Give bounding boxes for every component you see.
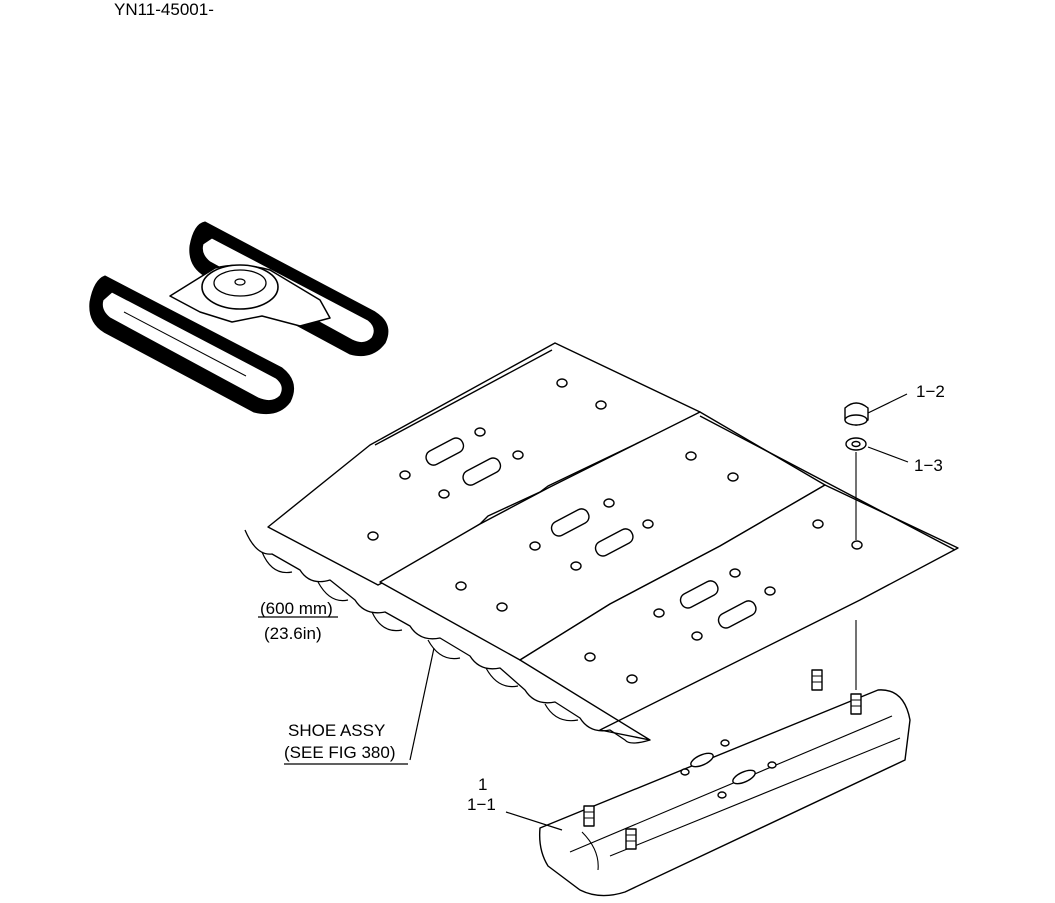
nut-and-washer [844,402,869,690]
callout-1-2: 1−2 [916,382,945,401]
undercarriage-thumbnail [89,221,389,415]
document-id: YN11-45001- [114,0,214,19]
shoe-bar-part [538,669,911,897]
leader-lines [258,393,909,831]
callout-1-1: 1−1 [467,795,496,814]
track-shoe-plates [244,342,959,744]
width-mm-label: (600 mm) [260,599,333,618]
callout-1: 1 [478,775,487,794]
width-in-label: (23.6in) [264,624,322,643]
shoe-assy-ref-label: (SEE FIG 380) [284,743,395,762]
callout-1-3: 1−3 [914,456,943,475]
shoe-assy-label: SHOE ASSY [288,721,385,740]
